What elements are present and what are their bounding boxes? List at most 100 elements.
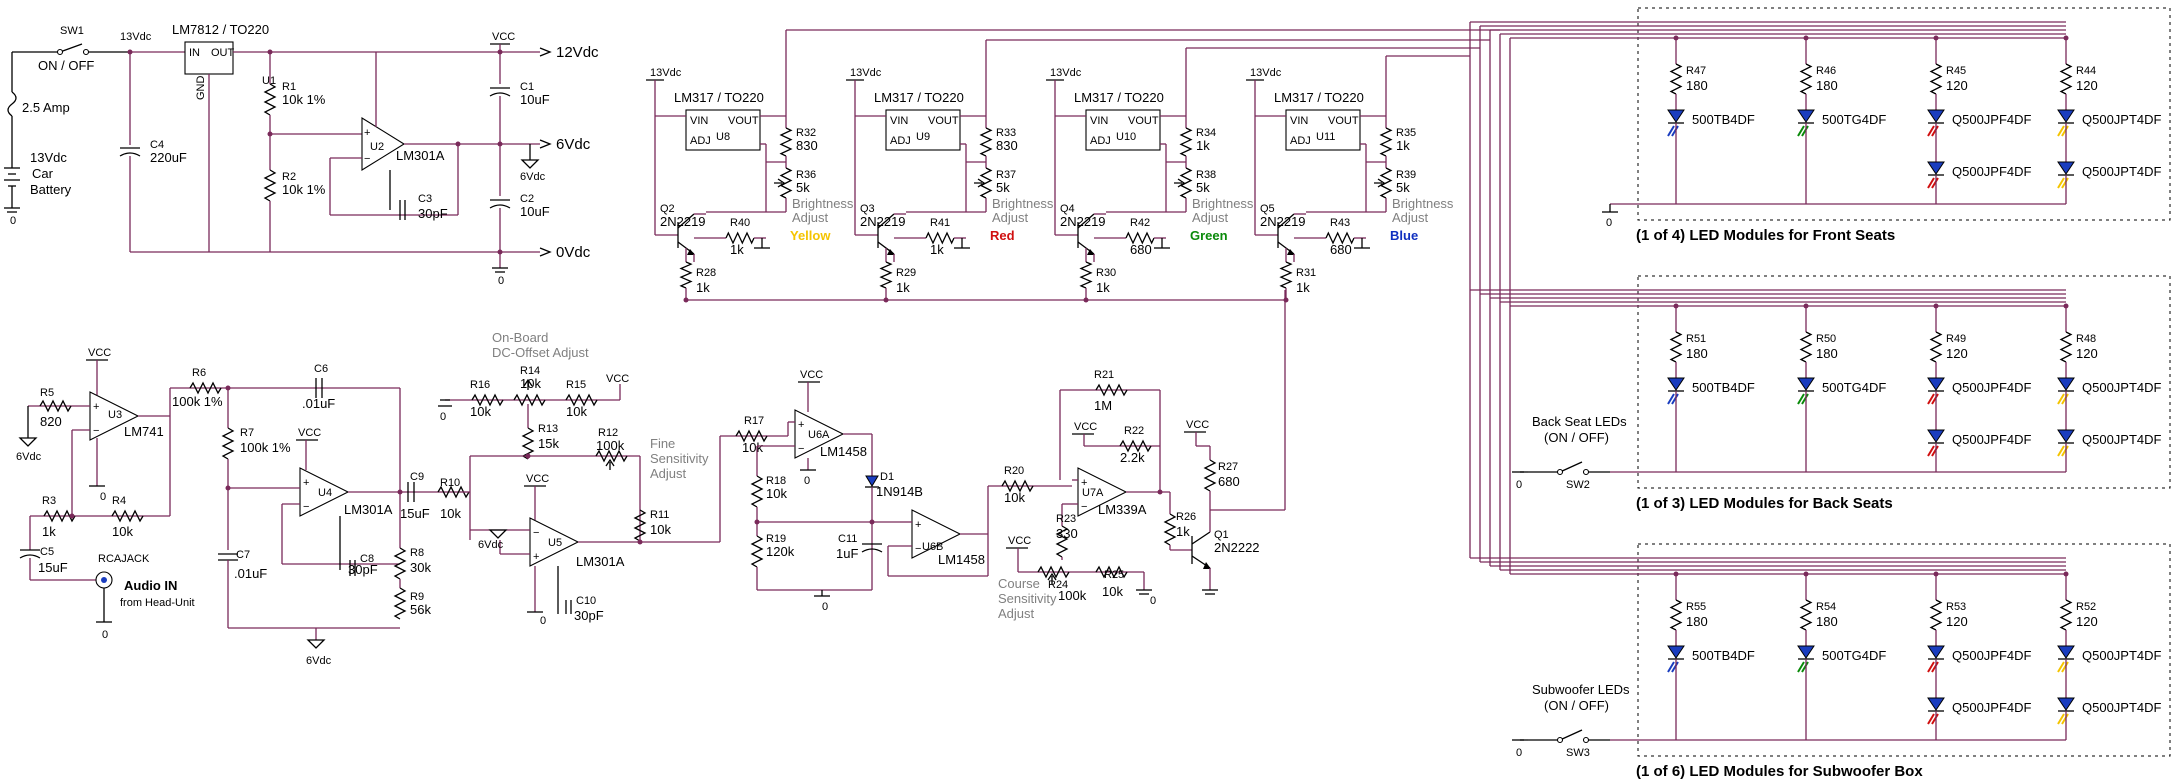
r5-value: 820 (40, 414, 62, 429)
driver-2-q-value: 2N2219 (860, 214, 906, 229)
r13-ref: R13 (538, 423, 558, 435)
vcc-top-label: VCC (492, 31, 515, 43)
svg-text:0: 0 (540, 615, 546, 627)
driver-1-bright-2: Adjust (792, 210, 829, 225)
module-3-r3-ref: R53 (1946, 601, 1966, 613)
driver-4-vout: VOUT (1328, 115, 1359, 127)
driver-1-pot-ref: R36 (796, 169, 816, 181)
c5-value: 15uF (38, 560, 68, 575)
r19-value: 120k (766, 544, 795, 559)
module-3-r2-ref: R54 (1816, 601, 1836, 613)
svg-text:0: 0 (1606, 217, 1612, 229)
driver-3-re-ref: R30 (1096, 267, 1116, 279)
c10-value: 30pF (574, 608, 604, 623)
u5-vcc: VCC (526, 473, 549, 485)
u5-value: LM301A (576, 554, 625, 569)
svg-text:−: − (533, 527, 539, 539)
rail-12v: 12Vdc (556, 44, 599, 61)
reg-in: IN (189, 47, 200, 59)
u6a-vcc: VCC (800, 369, 823, 381)
svg-text:0: 0 (440, 411, 446, 423)
fine-label-3: Adjust (650, 466, 687, 481)
driver-3-q-ref: Q4 (1060, 203, 1075, 215)
module-1-r2-ref: R46 (1816, 65, 1836, 77)
module-1-led4: Q500JPT4DF (2082, 112, 2162, 127)
r4-ref: R4 (112, 495, 126, 507)
r6-value: 100k 1% (172, 394, 223, 409)
module-2-title: (1 of 3) LED Modules for Back Seats (1636, 495, 1893, 512)
svg-text:−: − (798, 443, 804, 455)
c9-value: 15uF (400, 506, 430, 521)
driver-2-re-value: 1k (896, 280, 910, 295)
driver-1-bright-1: Brightness (792, 196, 854, 211)
driver-2-ref: U9 (916, 131, 930, 143)
driver-1-supply: 13Vdc (650, 67, 682, 79)
onboard-label-2: DC-Offset Adjust (492, 345, 589, 360)
module-1-title: (1 of 4) LED Modules for Front Seats (1636, 227, 1895, 244)
module-2-r2-ref: R50 (1816, 333, 1836, 345)
r8-value: 30k (410, 560, 431, 575)
r5-6vdc: 6Vdc (16, 451, 42, 463)
driver-1-adj: ADJ (690, 135, 711, 147)
u4-6vdc: 6Vdc (306, 655, 332, 667)
r1-value: 10k 1% (282, 92, 326, 107)
svg-text:0: 0 (804, 475, 810, 487)
r1-ref: R1 (282, 81, 296, 93)
driver-4-adj: ADJ (1290, 135, 1311, 147)
module-1-r3-ref: R45 (1946, 65, 1966, 77)
c4-value: 220uF (150, 150, 187, 165)
r15-value: 10k (566, 404, 587, 419)
sw1-label: ON / OFF (38, 58, 94, 73)
u7a-value: LM339A (1098, 502, 1147, 517)
c6-value: .01uF (302, 396, 335, 411)
module-2-led4b: Q500JPT4DF (2082, 432, 2162, 447)
module-3-r1-ref: R55 (1686, 601, 1706, 613)
driver-3-rb-ref: R42 (1130, 217, 1150, 229)
module-3-led2: 500TG4DF (1822, 648, 1886, 663)
driver-3-rtop-value: 1k (1196, 138, 1210, 153)
svg-text:0: 0 (100, 491, 106, 503)
r27-ref: R27 (1218, 461, 1238, 473)
reg-out: OUT (211, 47, 235, 59)
driver-2-color-label: Red (990, 228, 1015, 243)
r9-value: 56k (410, 602, 431, 617)
driver-4-vin: VIN (1290, 115, 1308, 127)
driver-1-pot-value: 5k (796, 180, 810, 195)
u4-value: LM301A (344, 502, 393, 517)
module-1-r3-value: 120 (1946, 78, 1968, 93)
module-1-r1-ref: R47 (1686, 65, 1706, 77)
driver-3-color-label: Green (1190, 228, 1228, 243)
u7a-vcc: VCC (1074, 421, 1097, 433)
driver-1-q-value: 2N2219 (660, 214, 706, 229)
r26-value: 1k (1176, 524, 1190, 539)
module-1-r2-value: 180 (1816, 78, 1838, 93)
r15-ref: R15 (566, 379, 586, 391)
svg-text:−: − (364, 153, 370, 165)
driver-1-rtop-ref: R32 (796, 127, 816, 139)
module-3-r2-value: 180 (1816, 614, 1838, 629)
driver-3-ref: U10 (1116, 131, 1136, 143)
svg-text:−: − (1081, 501, 1087, 513)
reg-ref: U1 (262, 75, 276, 87)
driver-4-rb-ref: R43 (1330, 217, 1350, 229)
course-label-3: Adjust (998, 606, 1035, 621)
power-supply-section: SW1 ON / OFF 2.5 Amp 0 13Vdc Car Battery… (4, 22, 599, 287)
svg-text:0: 0 (1516, 479, 1522, 491)
svg-text:+: + (364, 127, 370, 139)
u2-value: LM301A (396, 148, 445, 163)
rail-0v: 0Vdc (556, 244, 591, 261)
r20-value: 10k (1004, 490, 1025, 505)
driver-3-supply: 13Vdc (1050, 67, 1082, 79)
fuse-label: 2.5 Amp (22, 100, 70, 115)
u4-vcc: VCC (298, 427, 321, 439)
module-2-r4-ref: R48 (2076, 333, 2096, 345)
r6-ref: R6 (192, 367, 206, 379)
dc-offset-vcc: VCC (606, 373, 629, 385)
c1-value: 10uF (520, 92, 550, 107)
module-3-r4-value: 120 (2076, 614, 2098, 629)
q1-value: 2N2222 (1214, 540, 1260, 555)
svg-text:0: 0 (1150, 595, 1156, 607)
